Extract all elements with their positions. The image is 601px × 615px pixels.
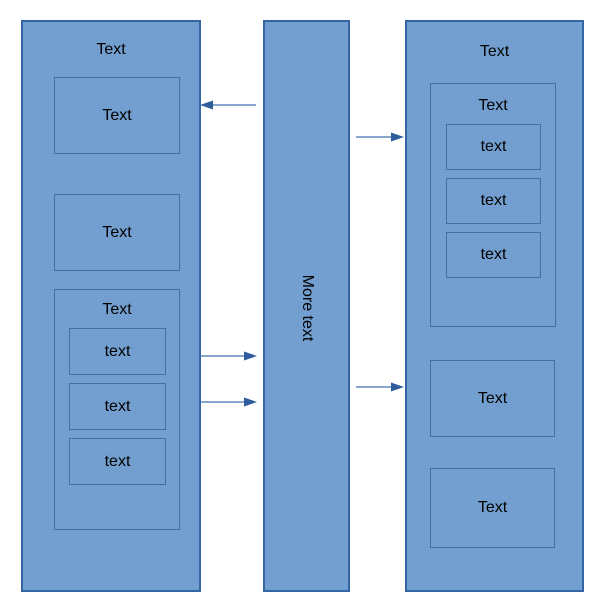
right-group-item-label: text bbox=[480, 138, 507, 155]
left-box-top-label: Text bbox=[102, 106, 132, 124]
arrow-middle-to-left bbox=[200, 100, 256, 110]
left-group-item-label: text bbox=[104, 397, 131, 415]
arrow-middle-to-right-lower bbox=[356, 382, 404, 392]
left-group-item: text bbox=[69, 438, 166, 485]
left-panel: Text Text Text Text text text text bbox=[21, 20, 201, 592]
right-group-title: Text bbox=[478, 97, 508, 114]
right-group-item: text bbox=[446, 178, 541, 224]
middle-column: More text bbox=[263, 20, 350, 592]
arrow-left-to-middle-lower bbox=[201, 397, 257, 407]
left-group-item-label: text bbox=[104, 452, 131, 470]
left-box-middle-label: Text bbox=[102, 223, 132, 241]
left-box-middle: Text bbox=[54, 194, 180, 271]
left-group-item: text bbox=[69, 383, 166, 430]
right-group-item-label: text bbox=[480, 192, 507, 209]
left-panel-title: Text bbox=[96, 41, 126, 58]
right-box-bottom: Text bbox=[430, 468, 555, 548]
right-box-middle-label: Text bbox=[477, 389, 508, 407]
middle-column-label: More text bbox=[298, 274, 316, 342]
left-group-item-label: text bbox=[104, 342, 131, 360]
right-panel-title: Text bbox=[479, 43, 510, 60]
right-group-item-label: text bbox=[480, 246, 507, 263]
arrow-left-to-middle-upper bbox=[201, 351, 257, 361]
left-group-item: text bbox=[69, 328, 166, 375]
right-box-middle: Text bbox=[430, 360, 555, 437]
right-group: Text text text text bbox=[430, 83, 556, 327]
right-panel: Text Text text text text Text Text bbox=[405, 20, 584, 592]
right-group-item: text bbox=[446, 232, 541, 278]
left-group-title: Text bbox=[102, 301, 132, 318]
right-group-item: text bbox=[446, 124, 541, 170]
arrow-middle-to-right-upper bbox=[356, 132, 404, 142]
left-group: Text text text text bbox=[54, 289, 180, 530]
right-box-bottom-label: Text bbox=[477, 499, 508, 516]
left-box-top: Text bbox=[54, 77, 180, 154]
